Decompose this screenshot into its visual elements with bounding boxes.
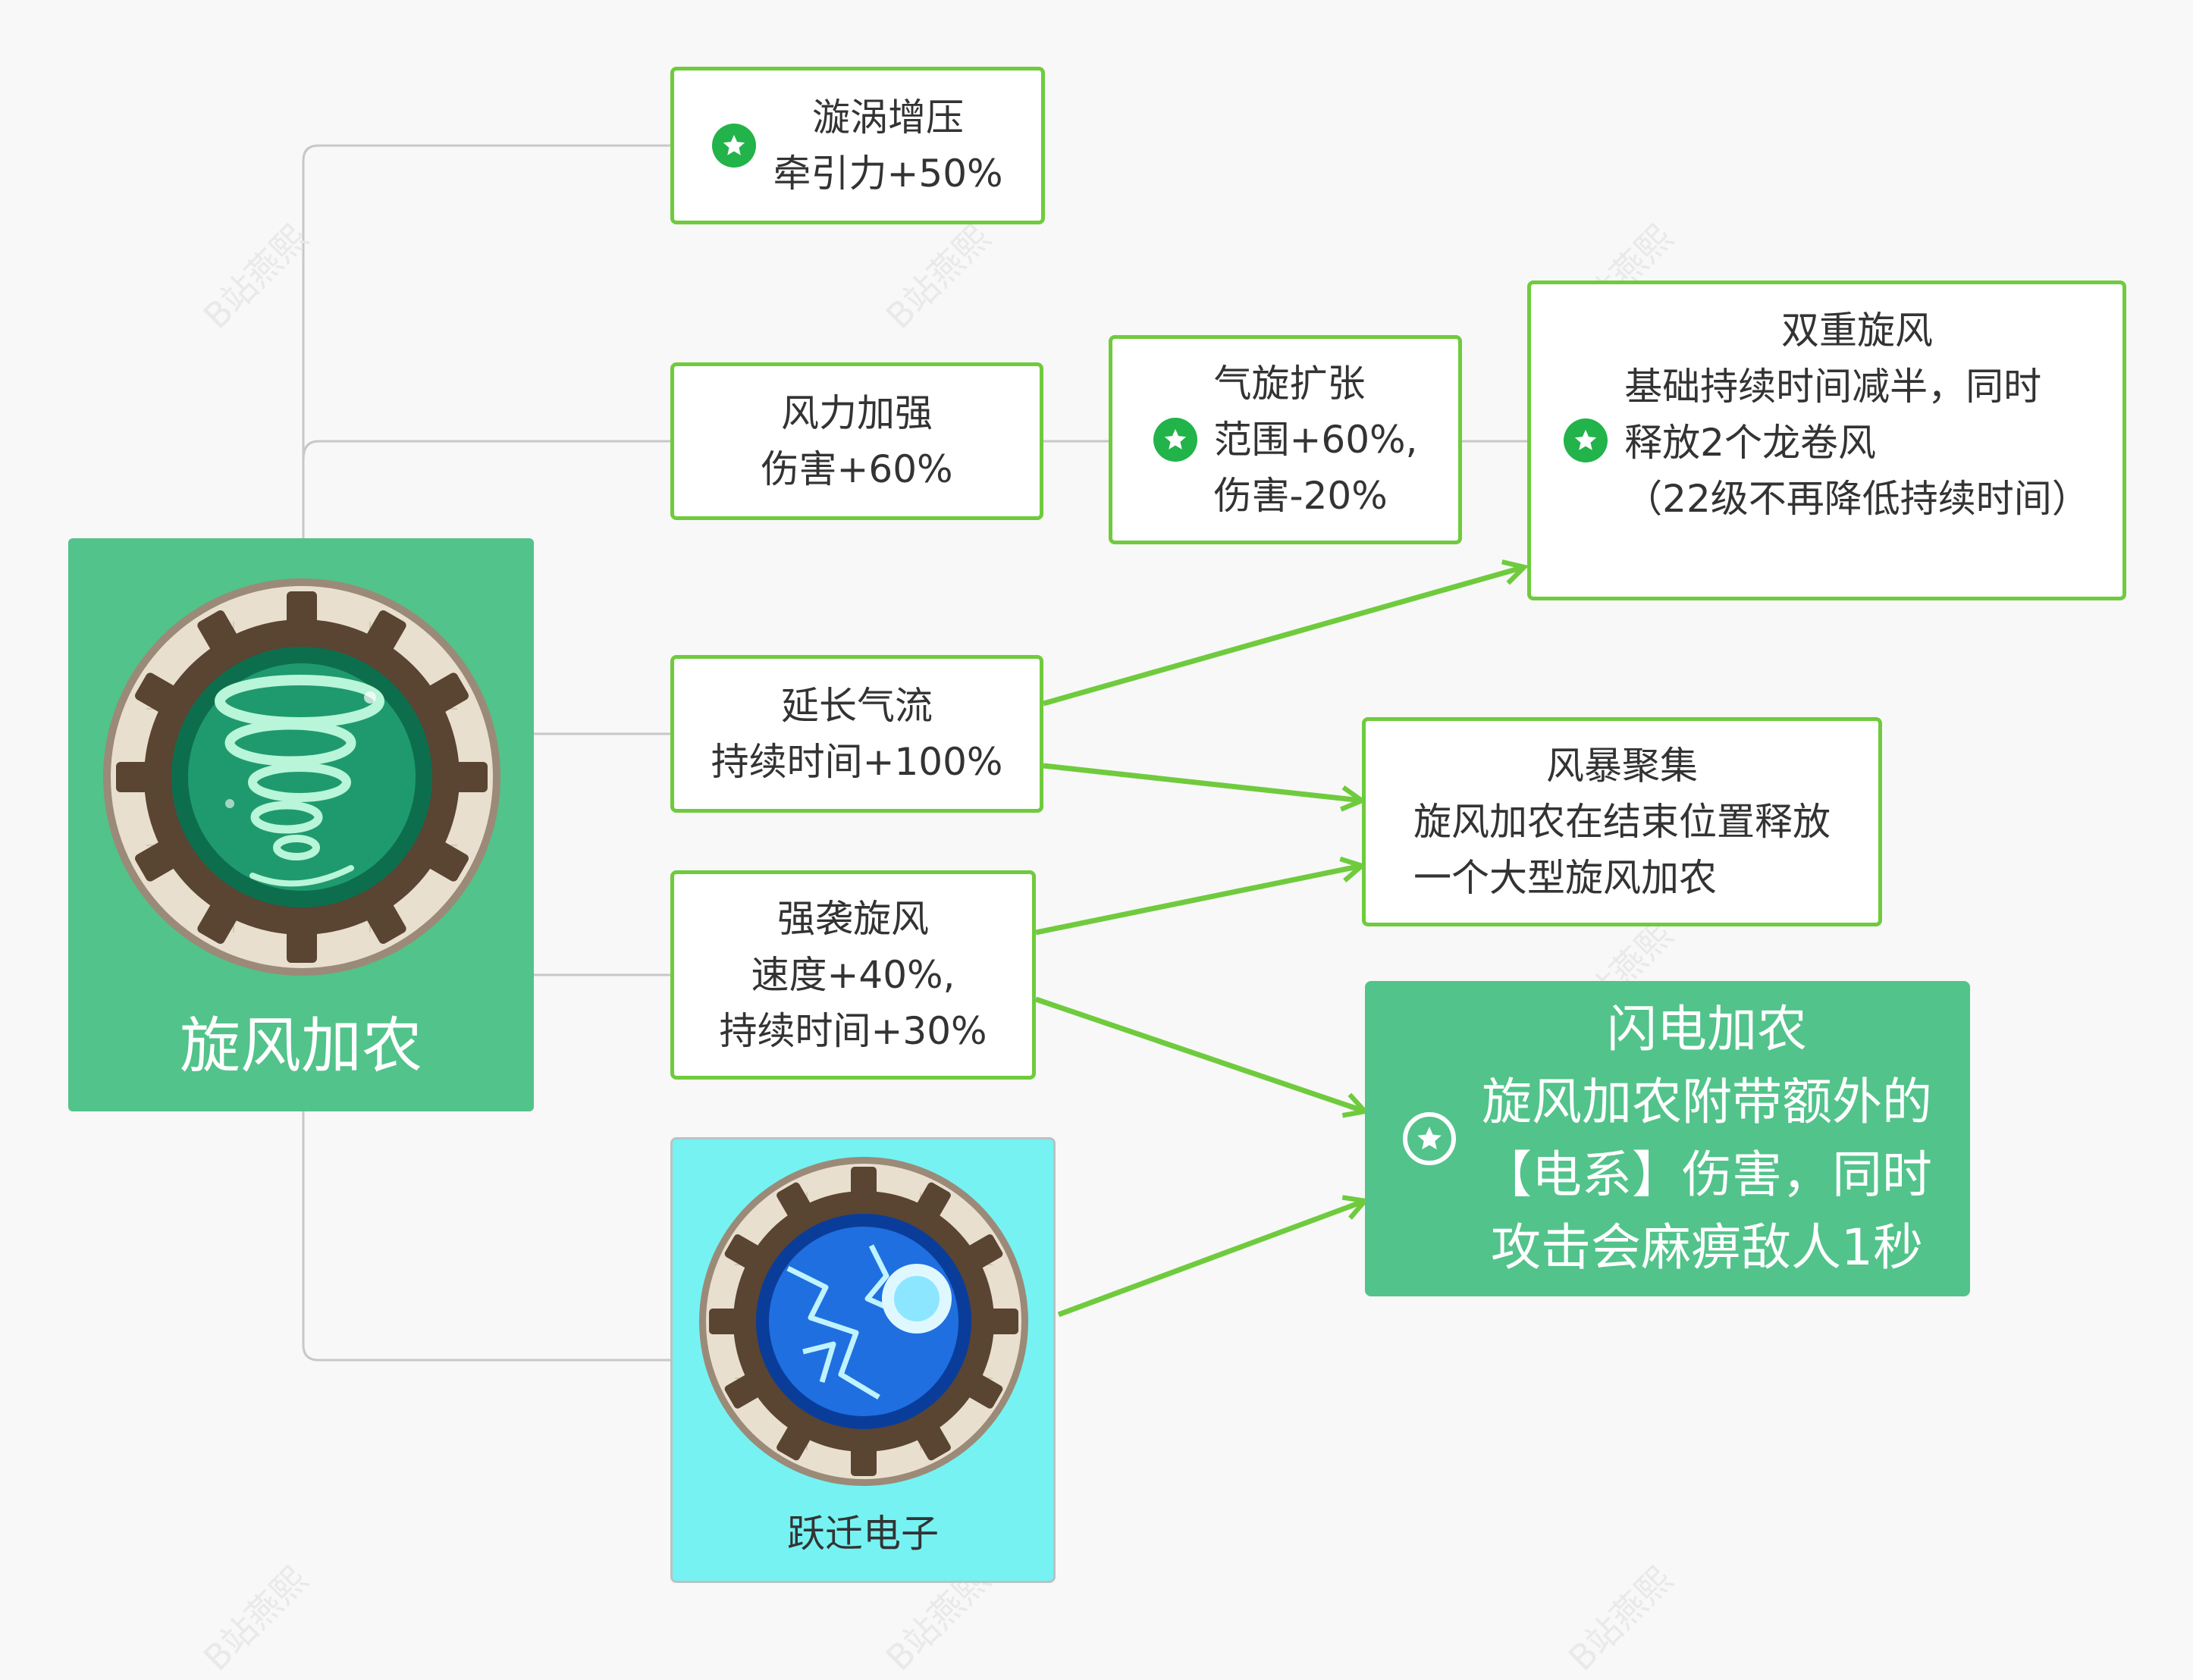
node-effect: 持续时间+30% (719, 1009, 987, 1053)
star-icon (1153, 418, 1197, 462)
root-skill-node[interactable]: 旋风加农 (68, 538, 534, 1111)
node-effect: 牵引力+50% (773, 152, 1003, 196)
node-text: 强袭旋风 速度+40%, 持续时间+30% (719, 892, 987, 1058)
node-text: 风力加强 伤害+60% (761, 387, 952, 496)
upgrade-node-lightning[interactable]: 闪电加农 旋风加农附带额外的 【电系】伤害，同时 攻击会麻痹敌人1秒 (1365, 981, 1970, 1296)
node-effect: 旋风加农附带额外的 (1482, 1073, 1932, 1131)
arrow-extend-double (1043, 567, 1524, 707)
node-text: 延长气流 持续时间+100% (711, 679, 1003, 788)
node-effect: 攻击会麻痹敌人1秒 (1491, 1218, 1923, 1277)
upgrade-node-expand[interactable]: 气旋扩张 范围+60%, 伤害-20% (1109, 335, 1462, 544)
node-effect: 持续时间+100% (711, 740, 1003, 784)
node-effect: （22级不再降低持续时间） (1624, 477, 2090, 521)
node-effect: 一个大型旋风加农 (1413, 856, 1717, 900)
prerequisite-skill-node[interactable]: 跃迁电子 (670, 1137, 1056, 1583)
upgrade-node-extend[interactable]: 延长气流 持续时间+100% (670, 655, 1043, 813)
upgrade-node-storm[interactable]: 风暴聚集 旋风加农在结束位置释放 一个大型旋风加农 (1362, 717, 1882, 926)
arrow-prereq-lightning (1057, 1201, 1365, 1318)
upgrade-node-double[interactable]: 双重旋风 基础持续时间减半，同时 释放2个龙卷风 （22级不再降低持续时间） (1527, 281, 2126, 600)
node-effect: 伤害-20% (1213, 474, 1388, 518)
arrow-strong-lightning (1034, 996, 1365, 1111)
node-text: 双重旋风 基础持续时间减半，同时 释放2个龙卷风 （22级不再降低持续时间） (1624, 304, 2090, 525)
upgrade-node-vortex[interactable]: 漩涡增压 牵引力+50% (670, 67, 1045, 224)
upgrade-node-wind[interactable]: 风力加强 伤害+60% (670, 362, 1043, 520)
arrow-strong-storm (1035, 866, 1362, 936)
node-effect: 伤害+60% (761, 447, 953, 491)
node-effect: 基础持续时间减半，同时 (1624, 365, 2042, 409)
node-title: 风暴聚集 (1546, 744, 1698, 788)
arrow-extend-storm (1043, 763, 1362, 801)
node-title: 风力加强 (781, 391, 933, 435)
tornado-gear-emblem-icon (101, 576, 503, 978)
node-text: 闪电加农 旋风加农附带额外的 【电系】伤害，同时 攻击会麻痹敌人1秒 (1482, 995, 1932, 1283)
upgrade-node-strong[interactable]: 强袭旋风 速度+40%, 持续时间+30% (670, 870, 1036, 1080)
node-effect: 【电系】伤害，同时 (1482, 1146, 1932, 1204)
star-icon (1564, 418, 1608, 462)
node-effect: 速度+40%, (751, 953, 955, 997)
node-effect: 范围+60%, (1213, 418, 1418, 462)
lightning-orb-gear-emblem-icon (697, 1155, 1031, 1488)
node-title: 双重旋风 (1781, 309, 1933, 353)
node-title: 漩涡增压 (812, 96, 964, 139)
node-title: 延长气流 (781, 684, 933, 728)
node-text: 风暴聚集 旋风加农在结束位置释放 一个大型旋风加农 (1413, 739, 1831, 904)
connector-prerequisite (302, 1111, 670, 1362)
node-effect: 释放2个龙卷风 (1624, 421, 1876, 465)
node-text: 气旋扩张 范围+60%, 伤害-20% (1214, 357, 1418, 522)
root-skill-title: 旋风加农 (180, 1011, 422, 1081)
node-effect: 旋风加农在结束位置释放 (1413, 800, 1831, 844)
node-title: 强袭旋风 (777, 897, 929, 941)
node-title: 气旋扩张 (1213, 362, 1366, 406)
node-text: 漩涡增压 牵引力+50% (773, 91, 1002, 200)
star-icon (712, 124, 757, 168)
node-title: 闪电加农 (1607, 1000, 1807, 1058)
prerequisite-label: 跃迁电子 (787, 1512, 939, 1556)
connector-vortex (302, 144, 670, 538)
connector-wind (302, 440, 670, 460)
star-icon (1403, 1112, 1456, 1165)
